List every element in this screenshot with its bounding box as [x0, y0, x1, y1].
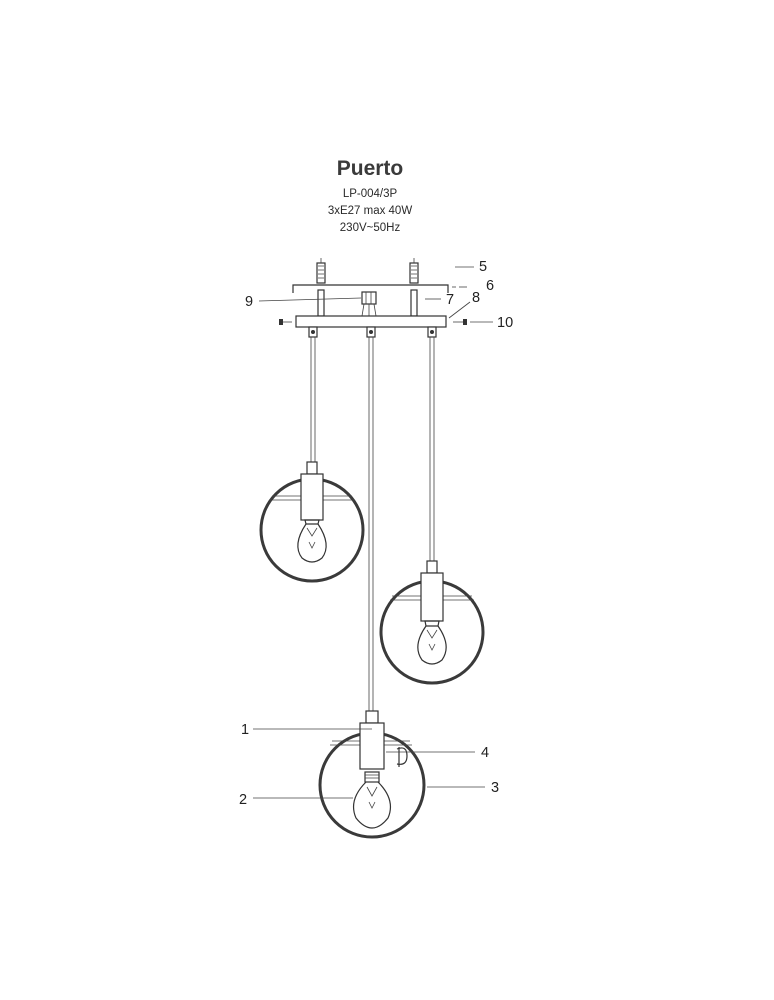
cable-grip-right [427, 326, 437, 338]
callout-8: 8 [472, 290, 480, 306]
callout-10: 10 [497, 315, 513, 331]
callout-4: 4 [481, 745, 489, 761]
side-screw-right [453, 319, 467, 325]
cable-left [310, 337, 316, 462]
cable-middle [368, 337, 374, 711]
leader-lines [253, 266, 493, 799]
callout-7: 7 [446, 292, 454, 308]
callout-1: 1 [241, 722, 249, 738]
callout-5: 5 [479, 259, 487, 275]
wall-plug-left [316, 258, 326, 317]
pendant-bottom [318, 710, 426, 839]
lamp-holder [359, 722, 385, 770]
pendant-left [259, 461, 365, 583]
callout-2: 2 [239, 792, 247, 808]
lamp-holder [420, 572, 444, 622]
voltage-spec: 230V~50Hz [340, 222, 401, 234]
socket-clip [396, 747, 408, 767]
cable-grip-middle [366, 326, 376, 338]
canopy-plate [295, 315, 447, 328]
wall-plug-right [409, 258, 419, 317]
side-screw-left [279, 319, 292, 325]
model-number: LP-004/3P [343, 188, 398, 200]
callout-9: 9 [245, 294, 253, 310]
callout-3: 3 [491, 780, 499, 796]
terminal-block [361, 291, 377, 317]
cable-right [429, 337, 435, 561]
ceiling-bracket [292, 284, 449, 293]
bulb-spec: 3xE27 max 40W [328, 205, 413, 217]
cable-grip-left [308, 326, 318, 338]
product-title: Puerto [337, 157, 404, 180]
pendant-right [379, 560, 485, 685]
callout-6: 6 [486, 278, 494, 294]
light-bulb [353, 771, 391, 829]
lamp-holder [300, 473, 324, 521]
